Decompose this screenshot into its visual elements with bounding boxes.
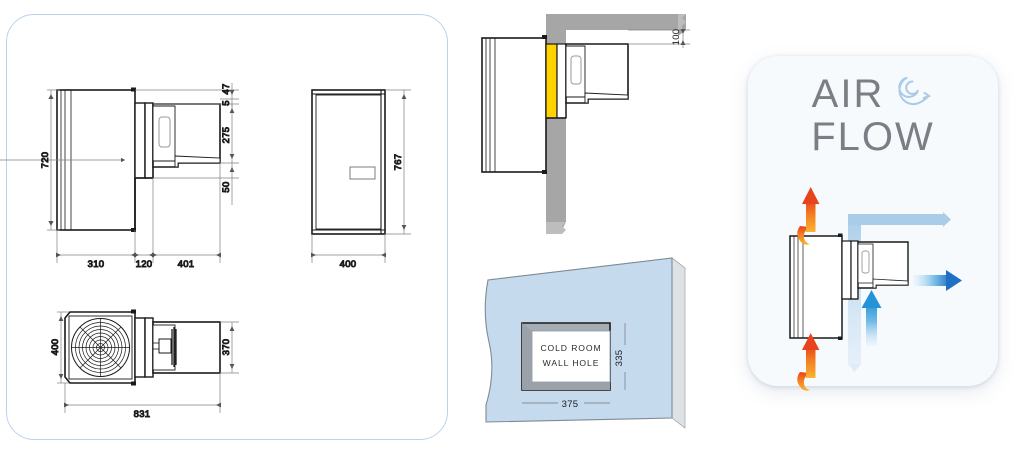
- plan-view-dimension-lines: [57, 311, 239, 413]
- dim-hole-width-375: 375: [562, 399, 579, 410]
- air-flow-title: AIR FLOW: [748, 72, 998, 158]
- dim-side-top-47: 47: [221, 83, 232, 94]
- air-swirl-icon: [898, 77, 932, 106]
- dim-hole-height-335: 335: [614, 350, 625, 367]
- unit-body: [481, 37, 547, 173]
- dim-side-bottom-50: 50: [221, 181, 232, 192]
- dimension-drawings-panel: 720 310 120 401 47 5 275 50: [0, 14, 448, 440]
- dim-side-depth-401: 401: [178, 259, 195, 270]
- dim-side-lip-5: 5: [221, 100, 232, 106]
- wall-section-svg: 100: [481, 14, 690, 234]
- air-flow-title-row1: AIR: [812, 72, 935, 116]
- warm-air-out-bottom-arrow: [797, 333, 820, 391]
- dimension-drawings-svg: 720 310 120 401 47 5 275 50: [0, 83, 411, 421]
- side-view-dimension-lines: [0, 83, 239, 263]
- gasket-seal: [545, 43, 558, 119]
- dim-front-height-767: 767: [393, 154, 404, 171]
- wall-hole-svg: COLD ROOM WALL HOLE 375 335: [484, 257, 686, 429]
- air-flow-word-air: AIR: [811, 72, 885, 116]
- dim-wall-clearance-100: 100: [671, 29, 682, 46]
- hole-caption-line1: COLD ROOM: [540, 343, 601, 353]
- cold-air-out-arrow: [913, 270, 962, 291]
- plan-view-geometry: [64, 309, 221, 386]
- air-flow-panel: AIR FLOW: [748, 56, 998, 391]
- air-flow-word-flow: FLOW: [811, 115, 935, 159]
- airflow-unit-body: [789, 235, 843, 339]
- dim-side-depth-310: 310: [88, 259, 105, 270]
- wall-mounting-section-panel: 100: [468, 8, 708, 240]
- dim-side-height-720: 720: [40, 152, 51, 169]
- hole-face: [531, 330, 611, 383]
- wall-right-bevel: [671, 257, 686, 429]
- dim-side-nose-275: 275: [221, 127, 232, 144]
- dim-plan-length-831: 831: [134, 409, 151, 420]
- front-elevation-geometry: [311, 89, 386, 235]
- wall-hole-dimension-lines: [522, 323, 626, 404]
- cold-room-wall-hole-panel: COLD ROOM WALL HOLE 375 335: [480, 250, 705, 440]
- dim-side-depth-120: 120: [136, 259, 153, 270]
- cold-air-in-arrow: [861, 290, 882, 346]
- wall-section-dimension-lines: [628, 26, 690, 48]
- air-flow-diagram-svg: [789, 187, 962, 391]
- dim-plan-width-370: 370: [221, 339, 232, 356]
- warm-air-out-top-arrow: [797, 187, 820, 245]
- front-view-dimension-lines: [311, 89, 411, 263]
- airflow-path: [848, 212, 951, 372]
- dim-front-width-400: 400: [340, 259, 357, 270]
- dim-plan-width-400: 400: [50, 339, 61, 356]
- hole-caption-line2: WALL HOLE: [543, 358, 600, 368]
